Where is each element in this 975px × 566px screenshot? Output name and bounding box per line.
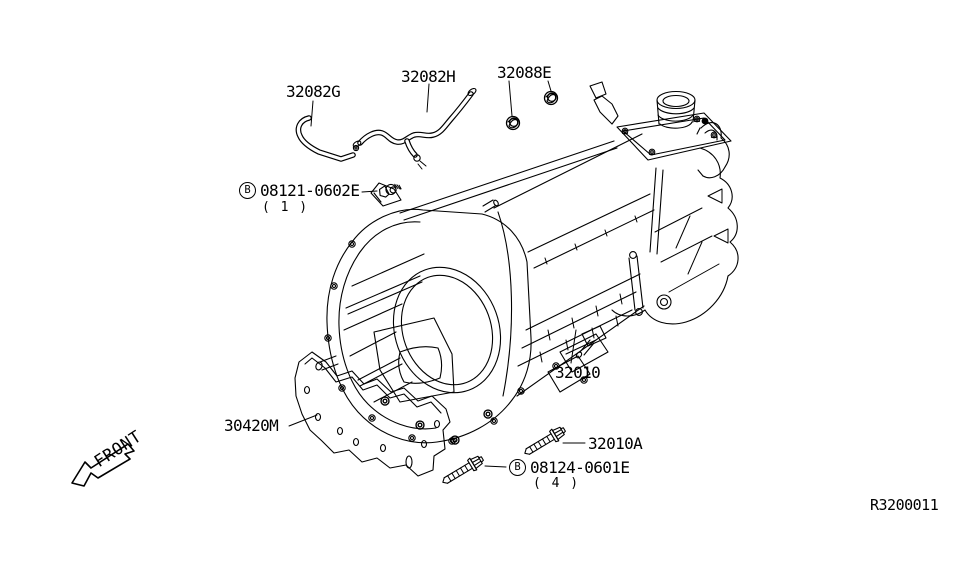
small-bolt-drawing [378, 183, 402, 198]
diagram-ref-code: R3200011 [870, 496, 939, 514]
callout-08121-qty: ( 1 ) [262, 200, 309, 215]
gear-case-drawing [399, 140, 655, 397]
callout-code: 08124-0601E [530, 457, 630, 477]
callout-32010: 32010 [555, 363, 601, 382]
rear-extension-drawing [575, 81, 739, 359]
callout-32088e: 32088E [497, 63, 552, 82]
bolt-32010a-drawing [520, 423, 569, 460]
grommet-drawing [505, 90, 559, 131]
callout-08124-0601e: B 08124-0601E [509, 457, 630, 477]
b-prefix-icon: B [239, 182, 256, 199]
callout-08124-qty: ( 4 ) [533, 476, 580, 491]
b-prefix-icon: B [509, 459, 526, 476]
callout-32082h: 32082H [401, 67, 456, 86]
leader-lines [288, 80, 586, 468]
front-arrow-icon [71, 443, 135, 487]
breather-hose-32082h-drawing [352, 87, 477, 170]
breather-hose-32082g-drawing [295, 115, 360, 162]
callout-32010a: 32010A [588, 434, 643, 453]
callout-30420m: 30420M [224, 416, 279, 435]
callout-code: 08121-0602E [260, 180, 360, 200]
callout-08121-0602e: B 08121-0602E [239, 180, 360, 200]
bolt-08124-drawing [438, 452, 487, 489]
gasket-drawing [294, 351, 451, 477]
callout-32082g: 32082G [286, 82, 341, 101]
